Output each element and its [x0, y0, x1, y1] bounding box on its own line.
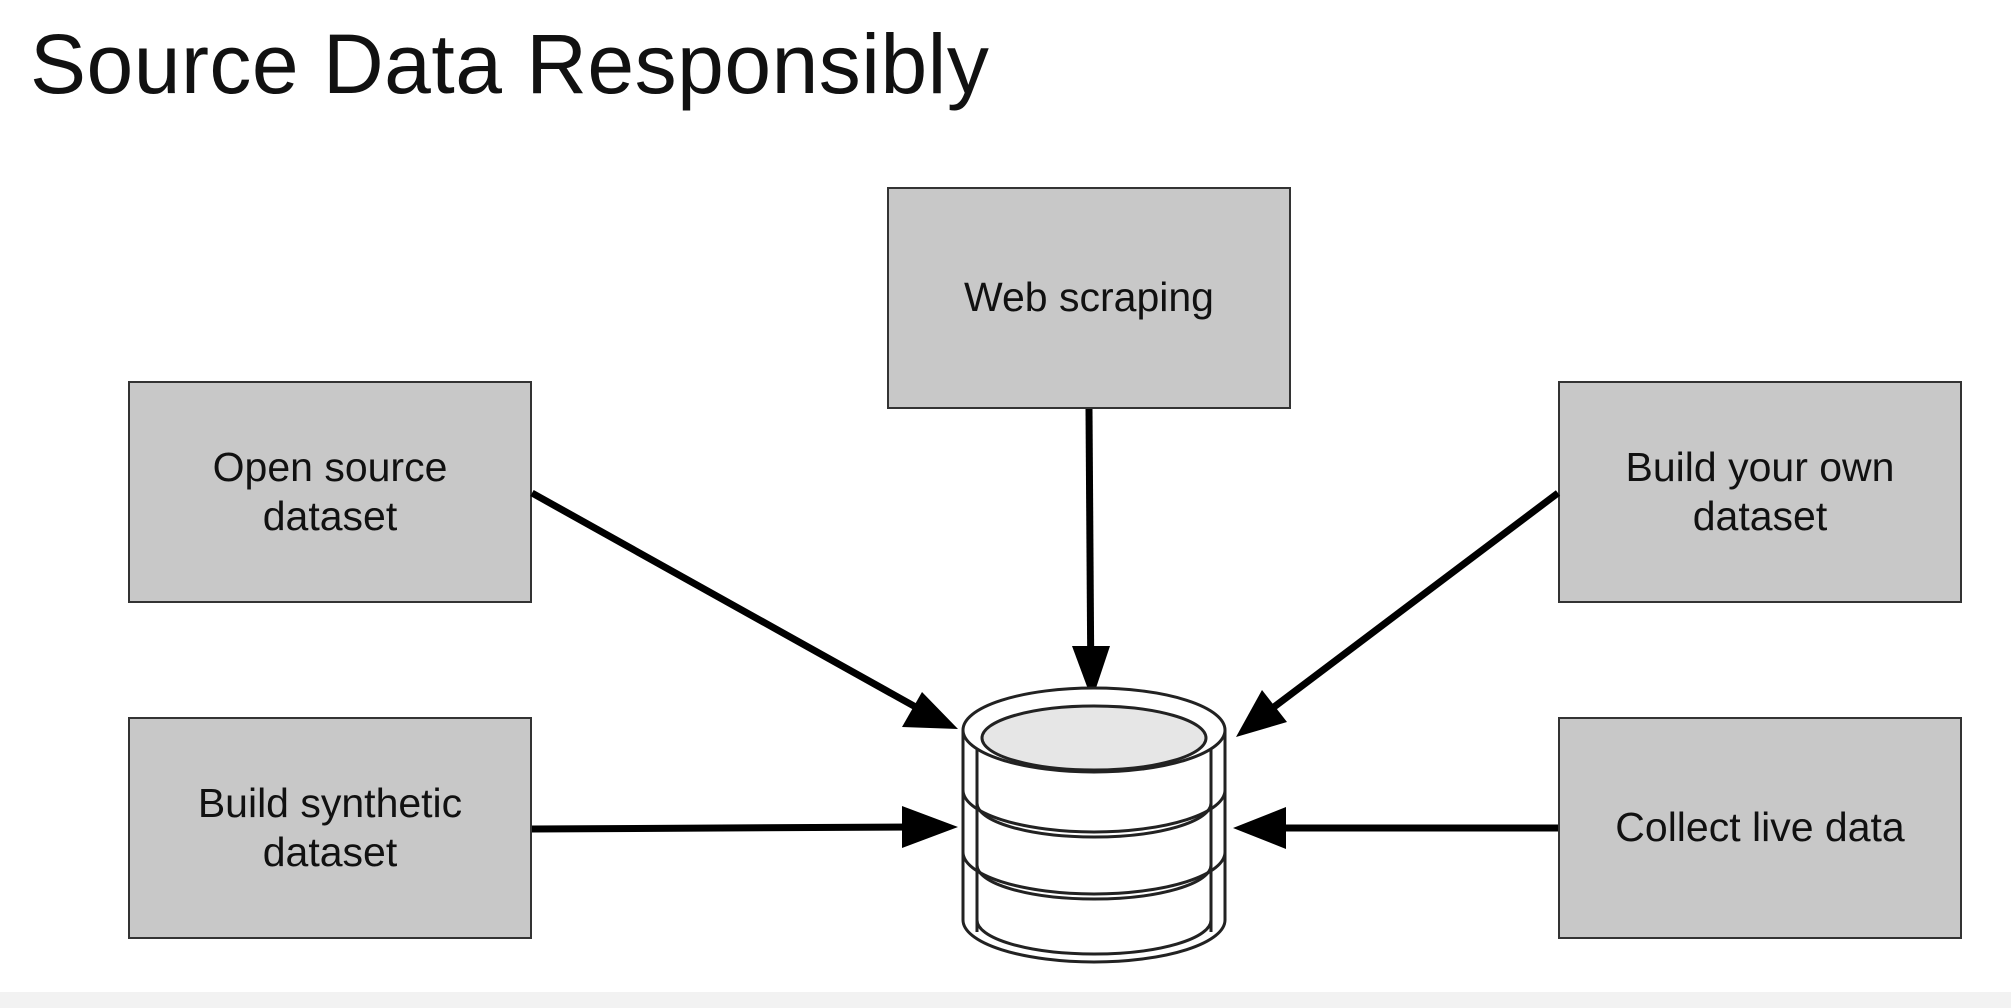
arrowhead-collect-live-data — [1233, 807, 1286, 849]
source-box-open-source-dataset: Open source dataset — [128, 381, 532, 603]
source-label-open-source-dataset: Open source dataset — [212, 443, 448, 539]
bottom-strip — [0, 992, 2011, 1008]
arrowhead-open-source-dataset — [902, 692, 958, 729]
arrow-build-synthetic-dataset — [531, 823, 916, 833]
arrow-build-your-own-dataset — [1259, 490, 1561, 719]
arrows-group — [530, 408, 1561, 849]
source-box-collect-live-data: Collect live data — [1558, 717, 1962, 939]
arrowhead-build-synthetic-dataset — [902, 806, 958, 848]
arrow-open-source-dataset — [530, 489, 932, 719]
slide-title: Source Data Responsibly — [30, 17, 990, 111]
source-label-collect-live-data: Collect live data — [1615, 804, 1905, 851]
arrowhead-build-your-own-dataset — [1236, 690, 1287, 737]
arrowhead-web-scraping — [1072, 646, 1110, 700]
source-box-web-scraping: Web scraping — [887, 187, 1291, 409]
database-icon — [961, 686, 1227, 964]
source-label-build-your-own-dataset: Build your own dataset — [1625, 443, 1895, 539]
source-box-build-synthetic-dataset: Build synthetic dataset — [128, 717, 532, 939]
source-label-web-scraping: Web scraping — [964, 274, 1214, 321]
source-label-build-synthetic-dataset: Build synthetic dataset — [197, 779, 463, 875]
source-box-build-your-own-dataset: Build your own dataset — [1558, 381, 1962, 603]
